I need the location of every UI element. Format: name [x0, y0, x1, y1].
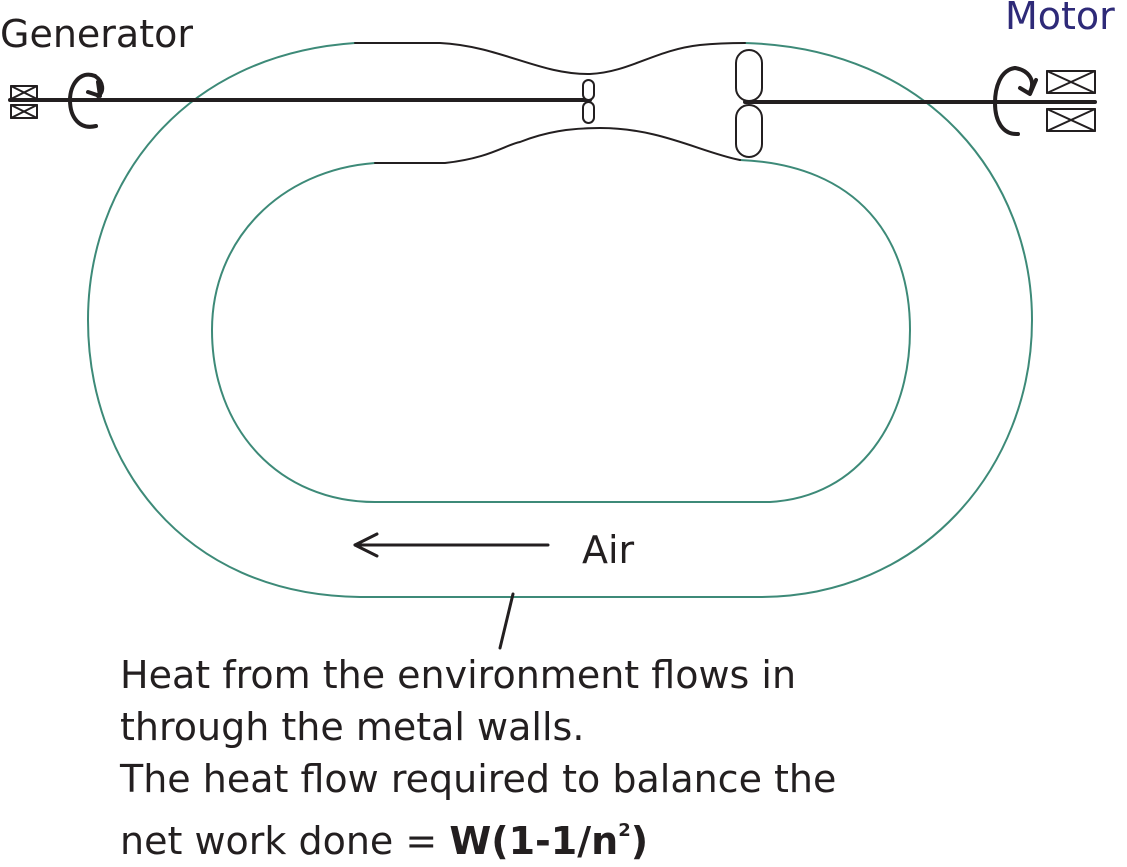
formula-close: )	[630, 819, 649, 863]
caption-line-2: through the metal walls.	[120, 705, 585, 749]
compressor-blade-bottom	[735, 104, 763, 158]
crossed-box-icon	[1046, 108, 1096, 132]
crossed-box-icon	[1046, 70, 1096, 94]
air-flow-arrow	[353, 532, 550, 558]
heat-flow-formula: W(1-1/n2)	[449, 819, 648, 863]
duct-throat-upper	[354, 42, 746, 76]
outer-duct-wall	[87, 42, 1033, 598]
motor-label: Motor	[1005, 0, 1115, 38]
formula-exponent: 2	[618, 820, 631, 841]
caption-line-4: net work done = W(1-1/n2)	[120, 805, 836, 867]
compressor-blade-top	[735, 49, 763, 102]
duct-throat-lower	[374, 127, 741, 164]
caption-line-1: Heat from the environment flows in	[120, 653, 797, 697]
caption-text: Heat from the environment flows in throu…	[120, 649, 836, 867]
generator-label: Generator	[0, 12, 193, 56]
inner-duct-wall	[211, 159, 911, 503]
caption-line-3: The heat flow required to balance the	[120, 757, 837, 801]
crossed-box-icon	[10, 104, 38, 119]
formula-main: W(1-1/n	[449, 819, 619, 863]
turbine-blade-bottom	[582, 101, 595, 124]
circular-arrow-icon	[993, 66, 1038, 136]
caption-leader-line	[498, 592, 515, 650]
crossed-box-icon	[10, 85, 38, 100]
turbine-blade-top	[582, 79, 595, 101]
air-label: Air	[582, 528, 635, 572]
circular-arrow-icon	[68, 72, 105, 129]
caption-line-4-prefix: net work done =	[120, 819, 450, 863]
